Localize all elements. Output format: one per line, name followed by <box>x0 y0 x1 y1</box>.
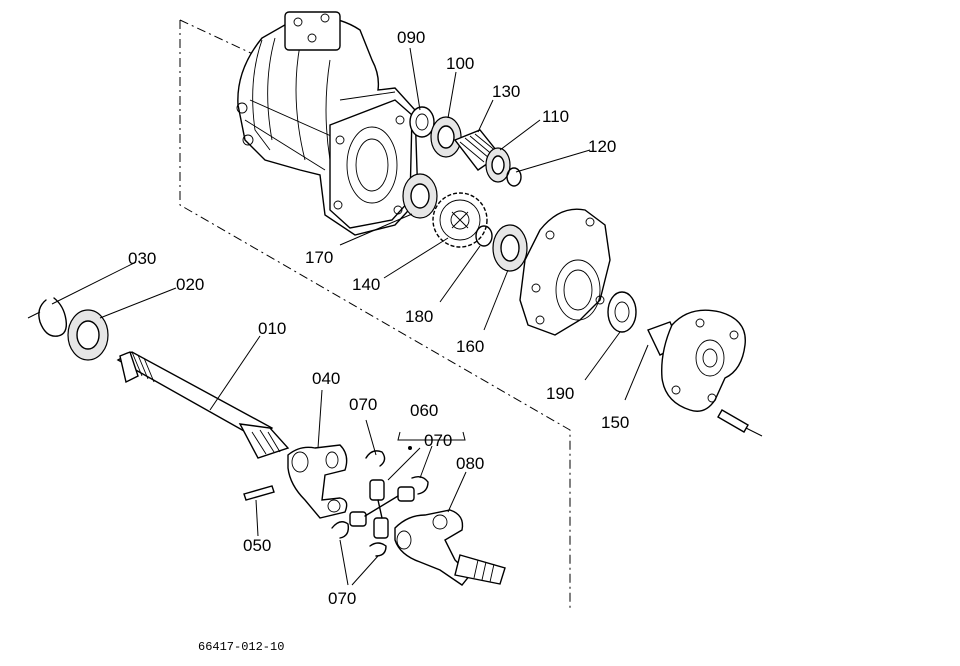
label-030: 030 <box>128 249 156 268</box>
drive-shaft-010 <box>116 351 290 459</box>
bearing-170 <box>402 173 438 219</box>
yoke-080 <box>394 509 506 586</box>
gear-case-housing <box>236 11 419 236</box>
pin-flange <box>717 409 763 437</box>
label-110: 110 <box>542 107 569 126</box>
label-170: 170 <box>305 248 333 267</box>
label-190: 190 <box>546 384 574 403</box>
label-130: 130 <box>492 82 520 101</box>
spider-060 <box>349 479 415 539</box>
circlip-070-a <box>365 450 386 467</box>
circlip-070-d <box>369 542 387 557</box>
yoke-040 <box>287 444 348 519</box>
part-labels: 090 100 130 110 120 170 140 180 160 190 … <box>128 28 629 608</box>
leader-lines <box>51 47 649 586</box>
circlip-070-b <box>411 475 429 495</box>
label-060: 060 <box>410 401 438 420</box>
seal-090 <box>409 106 435 138</box>
drawing-code: 66417-012-10 <box>198 640 284 654</box>
label-160: 160 <box>456 337 484 356</box>
circlip-180 <box>475 225 493 247</box>
pin-050 <box>243 485 275 501</box>
circlip-070-c <box>331 521 350 539</box>
seal-190 <box>607 291 637 333</box>
assembly-frame <box>179 19 571 610</box>
label-040: 040 <box>312 369 340 388</box>
label-120: 120 <box>588 137 616 156</box>
bearing-160 <box>492 224 528 272</box>
circlip-030 <box>27 297 68 337</box>
label-090: 090 <box>397 28 425 47</box>
label-070-top: 070 <box>349 395 377 414</box>
label-070-right: 070 <box>424 431 452 450</box>
label-150: 150 <box>601 413 629 432</box>
label-070-bottom: 070 <box>328 589 356 608</box>
label-180: 180 <box>405 307 433 326</box>
label-050: 050 <box>243 536 271 555</box>
label-140: 140 <box>352 275 380 294</box>
label-100: 100 <box>446 54 474 73</box>
gear-140 <box>432 192 488 248</box>
bearing-020 <box>67 309 109 361</box>
cover-plate <box>519 208 611 336</box>
flange-150 <box>647 309 746 412</box>
circlip-120 <box>506 167 522 187</box>
bearing-100 <box>430 116 462 158</box>
label-020: 020 <box>176 275 204 294</box>
label-080: 080 <box>456 454 484 473</box>
bearing-110 <box>485 147 511 183</box>
label-010: 010 <box>258 319 286 338</box>
